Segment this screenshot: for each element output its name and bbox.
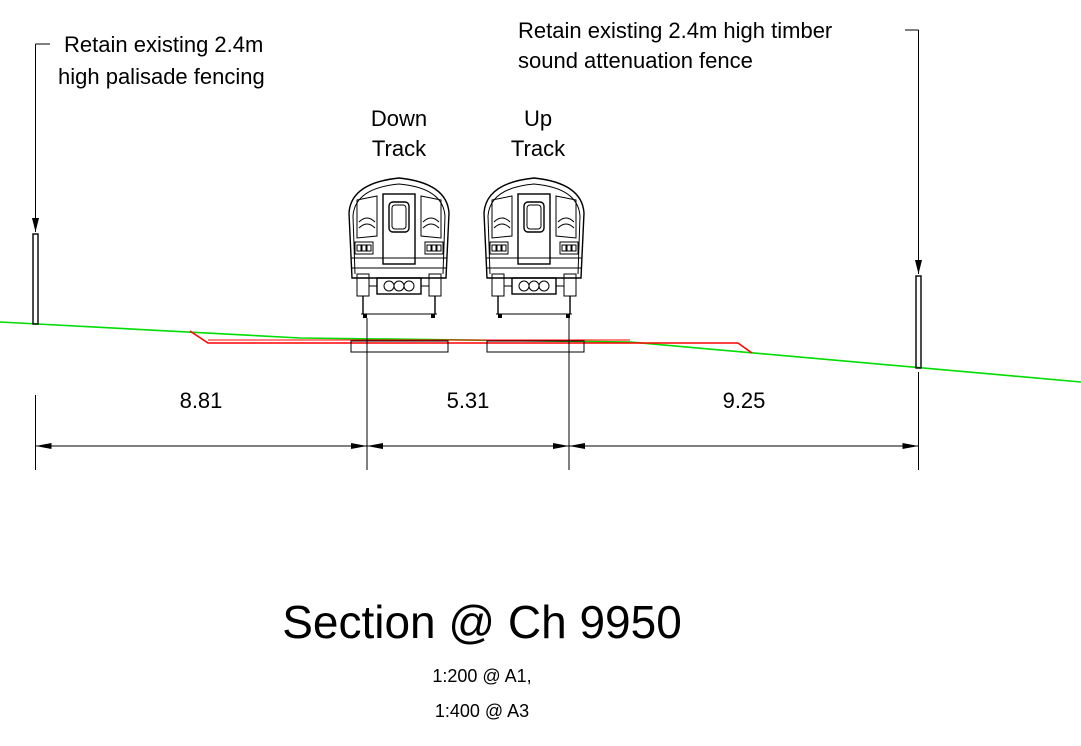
- up-track-slab: [486, 340, 585, 353]
- up-track-label-line2: Track: [511, 136, 566, 161]
- scale-line2: 1:400 @ A3: [435, 701, 529, 721]
- dimension-down-to-up: 5.31: [447, 388, 490, 413]
- down-track-train: [348, 177, 450, 319]
- scale-line1: 1:200 @ A1,: [432, 666, 531, 686]
- down-track-label-line1: Down: [371, 106, 427, 131]
- left-fence-note-line1: Retain existing 2.4m: [64, 32, 263, 57]
- down-track-label-line2: Track: [372, 136, 427, 161]
- right-timber-fence: [905, 29, 922, 369]
- dimension-left-to-down: 8.81: [180, 388, 223, 413]
- section-title: Section @ Ch 9950: [282, 596, 682, 648]
- right-fence-note-line1: Retain existing 2.4m high timber: [518, 18, 832, 43]
- up-track-train: [483, 177, 585, 319]
- left-palisade-fence: [32, 43, 50, 325]
- left-fence-note-line2: high palisade fencing: [58, 64, 265, 89]
- up-track-label-line1: Up: [524, 106, 552, 131]
- down-track-slab: [350, 340, 449, 353]
- proposed-formation-line: [189, 330, 753, 354]
- right-fence-note-line2: sound attenuation fence: [518, 48, 753, 73]
- dimension-up-to-right: 9.25: [723, 388, 766, 413]
